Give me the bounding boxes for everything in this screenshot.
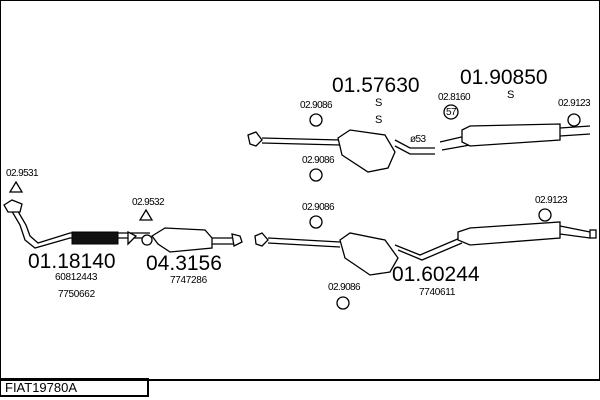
diagram-code-label: FIAT19780A bbox=[0, 378, 149, 397]
fitting-number: 02.9531 bbox=[6, 168, 39, 179]
gasket-icon bbox=[138, 208, 154, 221]
fitting-number: 02.9123 bbox=[558, 98, 591, 109]
fitting-number: 02.9086 bbox=[302, 155, 335, 166]
oem-number: 60812443 bbox=[55, 272, 98, 283]
clamp-icon bbox=[443, 104, 459, 120]
fitting-number: 02.9123 bbox=[535, 195, 568, 206]
upper-middle-drawing: ø53 bbox=[247, 129, 435, 173]
rubber-mount-icon bbox=[309, 113, 323, 127]
fitting-number: 02.9532 bbox=[132, 197, 165, 208]
fitting-number: 02.9086 bbox=[300, 100, 333, 111]
flex-section bbox=[71, 231, 119, 245]
fitting-number: 02.9086 bbox=[302, 202, 335, 213]
rubber-mount-icon bbox=[567, 113, 581, 127]
rubber-mount-icon bbox=[309, 168, 323, 182]
part-number-rear-upper: 01.90850 bbox=[460, 66, 548, 89]
part-number-catalyst: 04.3156 bbox=[146, 252, 222, 275]
flange-icon bbox=[3, 199, 23, 213]
catalyst-drawing bbox=[141, 227, 269, 253]
s-marker: S bbox=[507, 89, 514, 101]
oem-number: 7747286 bbox=[170, 275, 208, 286]
oem-number: 7750662 bbox=[58, 289, 96, 300]
s-marker: S bbox=[375, 114, 382, 126]
oem-number: 7740611 bbox=[419, 287, 456, 298]
upper-rear-drawing: 57 bbox=[8, 104, 591, 310]
part-number-front-pipe: 01.18140 bbox=[28, 250, 116, 273]
gasket-icon bbox=[8, 180, 24, 193]
front-pipe-drawing bbox=[3, 199, 150, 249]
s-marker: S bbox=[375, 97, 382, 109]
pipe-diameter-label: ø53 bbox=[410, 134, 426, 145]
rubber-mount-icon bbox=[309, 215, 323, 229]
fitting-number: 02.8160 bbox=[438, 92, 471, 103]
part-number-middle-upper: 01.57630 bbox=[332, 74, 420, 97]
rubber-mount-icon bbox=[538, 208, 552, 222]
lower-middle-rear-drawing bbox=[267, 221, 597, 276]
fitting-number: 02.9086 bbox=[328, 282, 361, 293]
part-number-middle-rear-lower: 01.60244 bbox=[392, 263, 480, 286]
clamp-size: 57 bbox=[446, 107, 457, 118]
rubber-mount-icon bbox=[336, 296, 350, 310]
